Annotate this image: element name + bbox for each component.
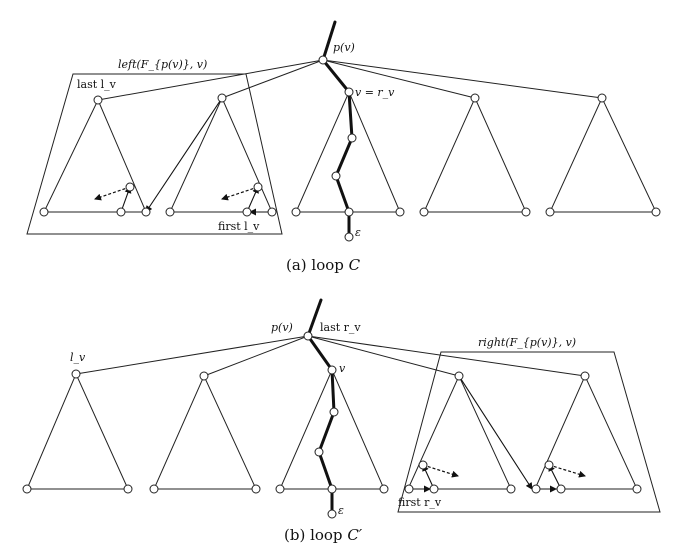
label-last-lv: last l_v — [77, 78, 117, 91]
left-forest-frame — [26, 73, 283, 235]
node-pv-a — [318, 55, 328, 65]
label-last-rv: last r_v — [320, 321, 361, 334]
root-path-a — [321, 20, 354, 239]
root-edges-b — [75, 335, 586, 377]
label-lv-b: l_v — [70, 351, 86, 364]
node-v-a — [344, 87, 354, 97]
label-v-rv-a: v = r_v — [355, 86, 395, 99]
subtree-triangles-a — [43, 90, 657, 213]
node-pv-b — [303, 331, 313, 341]
node-epsilon-b — [327, 509, 337, 519]
diagram-b: p(v) last r_v v l_v right(F_{p(v)}, v) f… — [22, 298, 661, 544]
right-forest-frame — [397, 351, 661, 513]
label-v-b: v — [339, 362, 346, 375]
nodes-a — [39, 55, 661, 242]
diagram-a: p(v) v = r_v left(F_{p(v)}, v) last l_v … — [26, 20, 661, 274]
label-epsilon-a: ε — [355, 226, 361, 239]
label-left-forest: left(F_{p(v)}, v) — [118, 58, 207, 71]
label-first-rv: first r_v — [398, 496, 442, 509]
node-lv-b — [71, 369, 81, 379]
caption-b: (b) loop C′ — [284, 526, 363, 544]
caption-a: (a) loop C — [286, 256, 361, 274]
root-edges-a — [97, 59, 603, 101]
traversal-arrows-b — [409, 375, 586, 493]
label-pv-b: p(v) — [271, 321, 293, 334]
label-first-lv: first l_v — [218, 220, 260, 233]
node-epsilon-a — [344, 232, 354, 242]
node-v-b — [327, 365, 337, 375]
nodes-b — [22, 331, 642, 519]
label-epsilon-b: ε — [338, 504, 344, 517]
label-right-forest: right(F_{p(v)}, v) — [478, 336, 576, 349]
label-pv-a: p(v) — [333, 41, 355, 54]
